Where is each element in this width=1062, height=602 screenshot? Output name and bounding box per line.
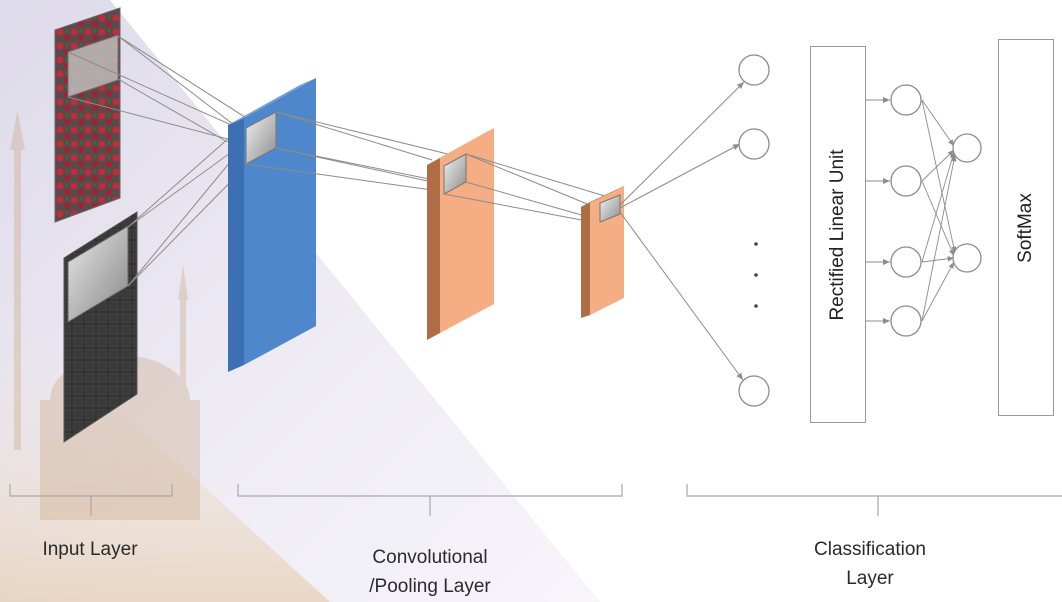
relu-label: Rectified Linear Unit — [827, 148, 848, 321]
classification-label-line-2: Layer — [846, 568, 894, 589]
bracket-input-layer — [9, 484, 173, 516]
softmax-label: SoftMax — [1015, 192, 1036, 263]
output-neuron — [952, 133, 982, 163]
input-image-grayscale — [63, 211, 138, 443]
section-brackets — [9, 484, 1062, 516]
pooling-feature-map-block-2 — [581, 186, 624, 318]
classification-label-line-1: Classification — [814, 539, 926, 560]
hidden-neuron-column — [890, 84, 922, 337]
output-neuron — [952, 243, 982, 273]
dense-neuron — [738, 54, 770, 86]
bracket-classification-layer — [686, 484, 1062, 516]
classification-layer-label: Classification Layer — [780, 535, 960, 593]
relu-output-arrows — [866, 97, 890, 324]
ellipsis-dots — [754, 242, 758, 308]
conv-pooling-layer-label: Convolutional /Pooling Layer — [340, 543, 520, 601]
softmax-box: SoftMax — [998, 39, 1054, 416]
pooling-feature-map-block-1 — [427, 128, 494, 340]
connector-lines-pool-to-pool — [443, 153, 619, 223]
bracket-conv-pooling-layer — [237, 484, 623, 516]
hidden-neuron — [890, 84, 922, 116]
conv-label-line-1: Convolutional — [372, 547, 488, 568]
hidden-neuron — [890, 305, 922, 337]
fully-connected-lines — [921, 99, 957, 322]
hidden-neuron — [890, 246, 922, 278]
conv-feature-map-block — [228, 78, 316, 372]
input-layer-label: Input Layer — [20, 535, 160, 564]
connector-arrows-to-dense — [619, 81, 745, 381]
input-layer-text: Input Layer — [42, 539, 138, 560]
output-neuron-column — [952, 133, 982, 273]
dense-neuron-column — [738, 54, 770, 407]
dense-neuron — [738, 128, 770, 160]
hidden-neuron — [890, 165, 922, 197]
pool-kernel-window-2 — [599, 194, 621, 223]
dense-neuron — [738, 375, 770, 407]
conv-label-line-2: /Pooling Layer — [369, 576, 491, 597]
input-image-color — [54, 7, 121, 223]
input-kernel-window-color — [67, 34, 119, 98]
relu-box: Rectified Linear Unit — [810, 46, 866, 423]
